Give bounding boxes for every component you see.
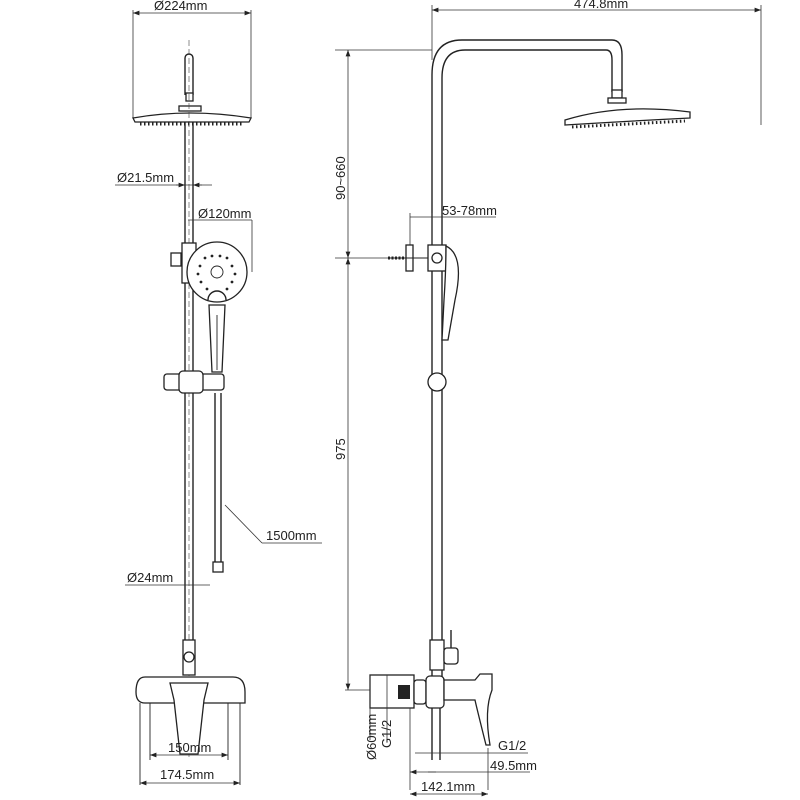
hand-shower-head — [186, 241, 248, 303]
hose-length-label: 1500mm — [266, 528, 317, 543]
height-adjust-label: 90~660 — [333, 156, 348, 200]
lower-pipe-diameter-label: Ø24mm — [127, 570, 173, 585]
escutcheon-diameter-label: Ø60mm — [364, 714, 379, 760]
mixer-width-label: 150mm — [168, 740, 211, 755]
rain-shower-head — [132, 112, 252, 123]
arm-reach-label: 474.8mm — [574, 0, 628, 11]
inlet-thread-left-label: G1/2 — [379, 720, 394, 748]
bracket-depth-label: 53-78mm — [442, 203, 497, 218]
hand-shower-side — [441, 244, 460, 341]
handshower-diameter-label: Ø120mm — [198, 206, 251, 221]
pipe-diameter-label: Ø21.5mm — [117, 170, 174, 185]
mixer-lever-side — [443, 673, 493, 746]
inlet-offset-label: 49.5mm — [490, 758, 537, 773]
bar-height-label: 975 — [333, 438, 348, 460]
rain-shower-head-side — [564, 108, 691, 126]
head-diameter-label: Ø224mm — [154, 0, 207, 13]
side-view: 474.8mm 90~660 975 53-78mm — [333, 0, 762, 797]
front-view: Ø224mm Ø21.5mm Ø120mm — [115, 0, 322, 786]
wall-to-mixer-label: 142.1mm — [421, 779, 475, 794]
overall-width-label: 174.5mm — [160, 767, 214, 782]
inlet-thread-bottom-label: G1/2 — [498, 738, 526, 753]
